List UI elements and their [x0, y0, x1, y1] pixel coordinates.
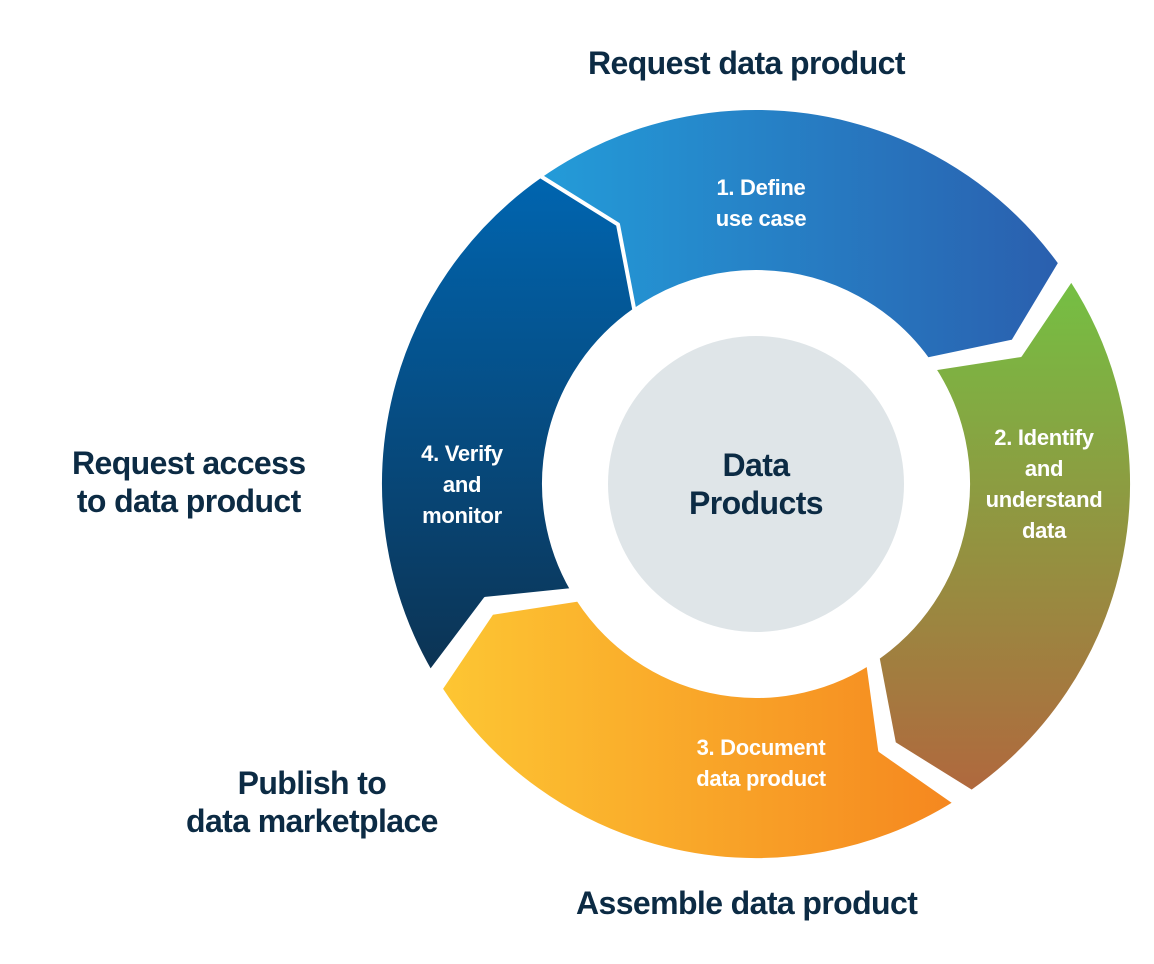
- segment-label-document-data-product: 3. Document data product: [696, 735, 826, 791]
- segment-label-identify-understand-data: 2. Identify and understand data: [985, 425, 1103, 543]
- center-label-data-products: Data Products: [689, 447, 823, 521]
- segment-document-data-product: [438, 597, 958, 862]
- center-circle: [608, 336, 904, 632]
- segment-identify-understand-data: [875, 277, 1134, 794]
- label-request-access: Request access to data product: [72, 445, 306, 519]
- label-request-data-product: Request data product: [588, 45, 906, 81]
- segment-verify-monitor: [378, 174, 637, 674]
- label-publish-to-marketplace: Publish to data marketplace: [186, 765, 438, 839]
- segment-label-define-use-case: 1. Define use case: [715, 175, 807, 231]
- segment-label-verify-monitor: 4. Verify and monitor: [421, 441, 503, 528]
- label-assemble-data-product: Assemble data product: [576, 885, 918, 921]
